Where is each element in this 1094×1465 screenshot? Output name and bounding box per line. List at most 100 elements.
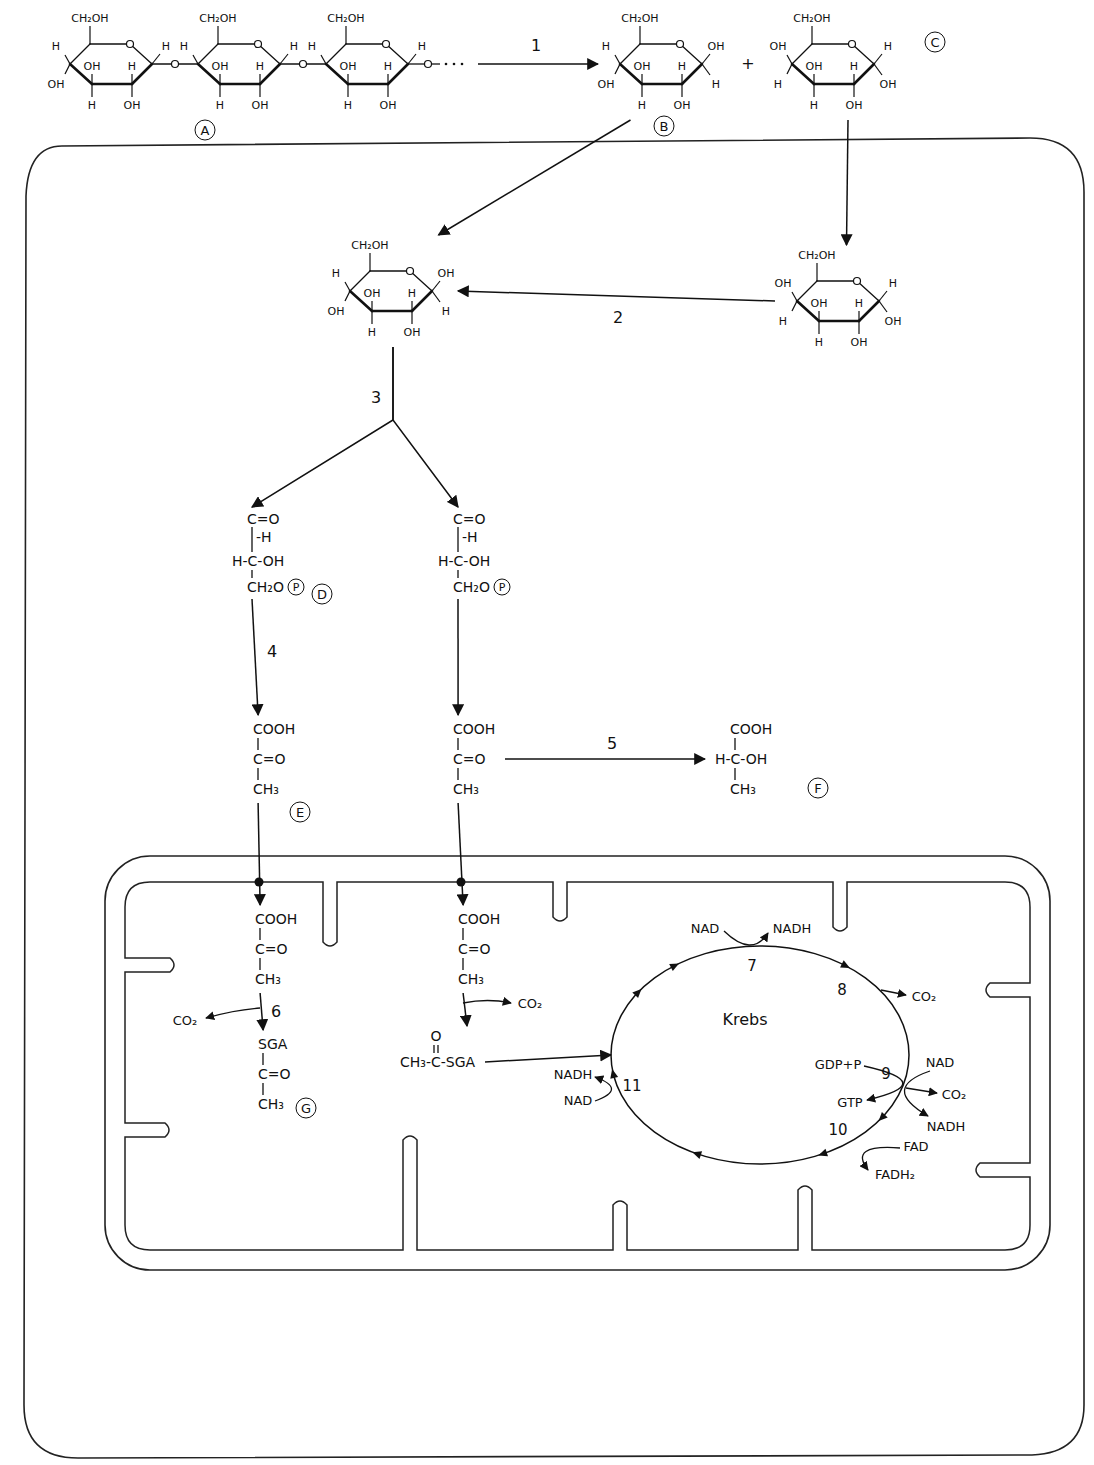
formula-text: OH (404, 327, 421, 338)
cycle-arrowhead (818, 1149, 828, 1157)
krebs-cycle-drawing (610, 945, 910, 1165)
formula-text: H (290, 41, 298, 52)
step-number: 3 (369, 389, 383, 407)
continuation-dot (445, 63, 448, 66)
ring-bond (817, 280, 857, 281)
cofactor-label: NAD (564, 1094, 593, 1107)
formula-text: CH₃ (458, 972, 484, 986)
mitochondrion-outer-membrane (105, 856, 1050, 1270)
ring-bond (346, 43, 386, 44)
chemical-bond (462, 928, 463, 940)
formula-text: -H (462, 530, 478, 544)
formula-text: H (384, 61, 392, 72)
chemical-bond (457, 570, 458, 578)
reaction-arrow (478, 63, 598, 65)
sugar-ring: CH₂OHOHHOHHHOHHOH (770, 8, 900, 120)
cofactor-label: NADH (773, 922, 811, 935)
substituent-bond (615, 64, 620, 74)
substituent-bond (411, 301, 412, 311)
substituent-bond (65, 64, 70, 74)
formula-text: OH (811, 298, 828, 309)
lactate: COOHH-C-OHCH₃ (705, 715, 790, 803)
formula-text: OH (880, 79, 897, 90)
formula-text: H (884, 41, 892, 52)
substituent-bond (131, 74, 132, 84)
pyruvate: COOHC=OCH₃ (237, 905, 307, 993)
step-number: 4 (265, 643, 279, 661)
product-label: CO₂ (912, 990, 937, 1003)
substituent-bond (858, 311, 859, 321)
krebs-cycle: Krebs (610, 945, 910, 1165)
formula-text: H (678, 61, 686, 72)
formula-text: OH (48, 79, 65, 90)
cycle-outline (611, 946, 909, 1164)
acetyl-group: SGAC=OCH₃ (240, 1030, 310, 1118)
substituent-bond (818, 311, 819, 321)
substituent-bond (792, 292, 797, 301)
bridge-oxygen (300, 61, 307, 68)
formula-text: C=O (453, 752, 486, 766)
cofactor-label: NAD (926, 1056, 955, 1069)
formula-text: O (430, 1029, 441, 1043)
formula-text: H (162, 41, 170, 52)
formula-text: H (855, 298, 863, 309)
step-number: 2 (611, 309, 625, 327)
chemical-bond (462, 958, 463, 970)
substituent-bond (681, 74, 682, 84)
cofactor-arrow (904, 1071, 930, 1116)
formula-text: OH (846, 100, 863, 111)
cofactor-label: FADH₂ (875, 1168, 915, 1181)
phosphate-circle: P (494, 579, 511, 596)
substituent-bond (217, 26, 218, 44)
callout-letter: C (925, 32, 946, 53)
formula-text: OH (380, 100, 397, 111)
co2-leader (463, 1001, 511, 1004)
formula-text: H (344, 100, 352, 111)
formula-text: OH (212, 61, 229, 72)
formula-text: H (332, 268, 340, 279)
formula-text: OH (340, 61, 357, 72)
formula-text: COOH (458, 912, 500, 926)
cofactor-arrow (864, 1066, 903, 1100)
substituent-bond (345, 291, 350, 301)
formula-text: H (408, 288, 416, 299)
substituent-bond (641, 74, 642, 84)
formula-text: COOH (730, 722, 772, 736)
substituent-bond (792, 301, 797, 311)
chemical-bond (257, 768, 258, 780)
substituent-bond (816, 263, 817, 281)
polysaccharide: CH₂OHHOHOHHHOHHCH₂OHHOHHHOHHCH₂OHHOHHHOH… (48, 8, 478, 120)
formula-text: CH₃ (253, 782, 279, 796)
ring-oxygen (407, 268, 414, 275)
substituent-bond (818, 321, 819, 334)
reaction-arrow (252, 599, 258, 715)
substituent-bond (432, 291, 440, 302)
ring-bond (90, 43, 130, 44)
chemical-bond (259, 928, 260, 940)
substituent-bond (879, 301, 887, 312)
cofactor-arrow (724, 931, 768, 945)
triose-phosphate: C=O-HH-C-OHCH₂OP (222, 507, 317, 599)
formula-text: OH (770, 41, 787, 52)
substituent-bond (369, 253, 370, 271)
substituent-bond (152, 54, 160, 64)
formula-text: H (256, 61, 264, 72)
step-number: 6 (269, 1003, 283, 1021)
reaction-arrow (260, 993, 263, 1030)
formula-text: COOH (453, 722, 495, 736)
step-number: 1 (529, 37, 543, 55)
formula-text: CH₂OH (71, 13, 108, 24)
ring-oxygen (854, 278, 861, 285)
substituent-bond (787, 64, 792, 74)
ring-bond (218, 43, 258, 44)
reaction-arrow (485, 1055, 611, 1062)
product-label: CO₂ (173, 1014, 198, 1027)
substituent-bond (219, 74, 220, 84)
pyruvate: COOHC=OCH₃ (440, 905, 510, 993)
reaction-arrow (439, 120, 631, 235)
reaction-arrow (505, 758, 705, 760)
formula-text: OH (885, 316, 902, 327)
formula-text: H (810, 100, 818, 111)
ring-bond (642, 83, 682, 86)
